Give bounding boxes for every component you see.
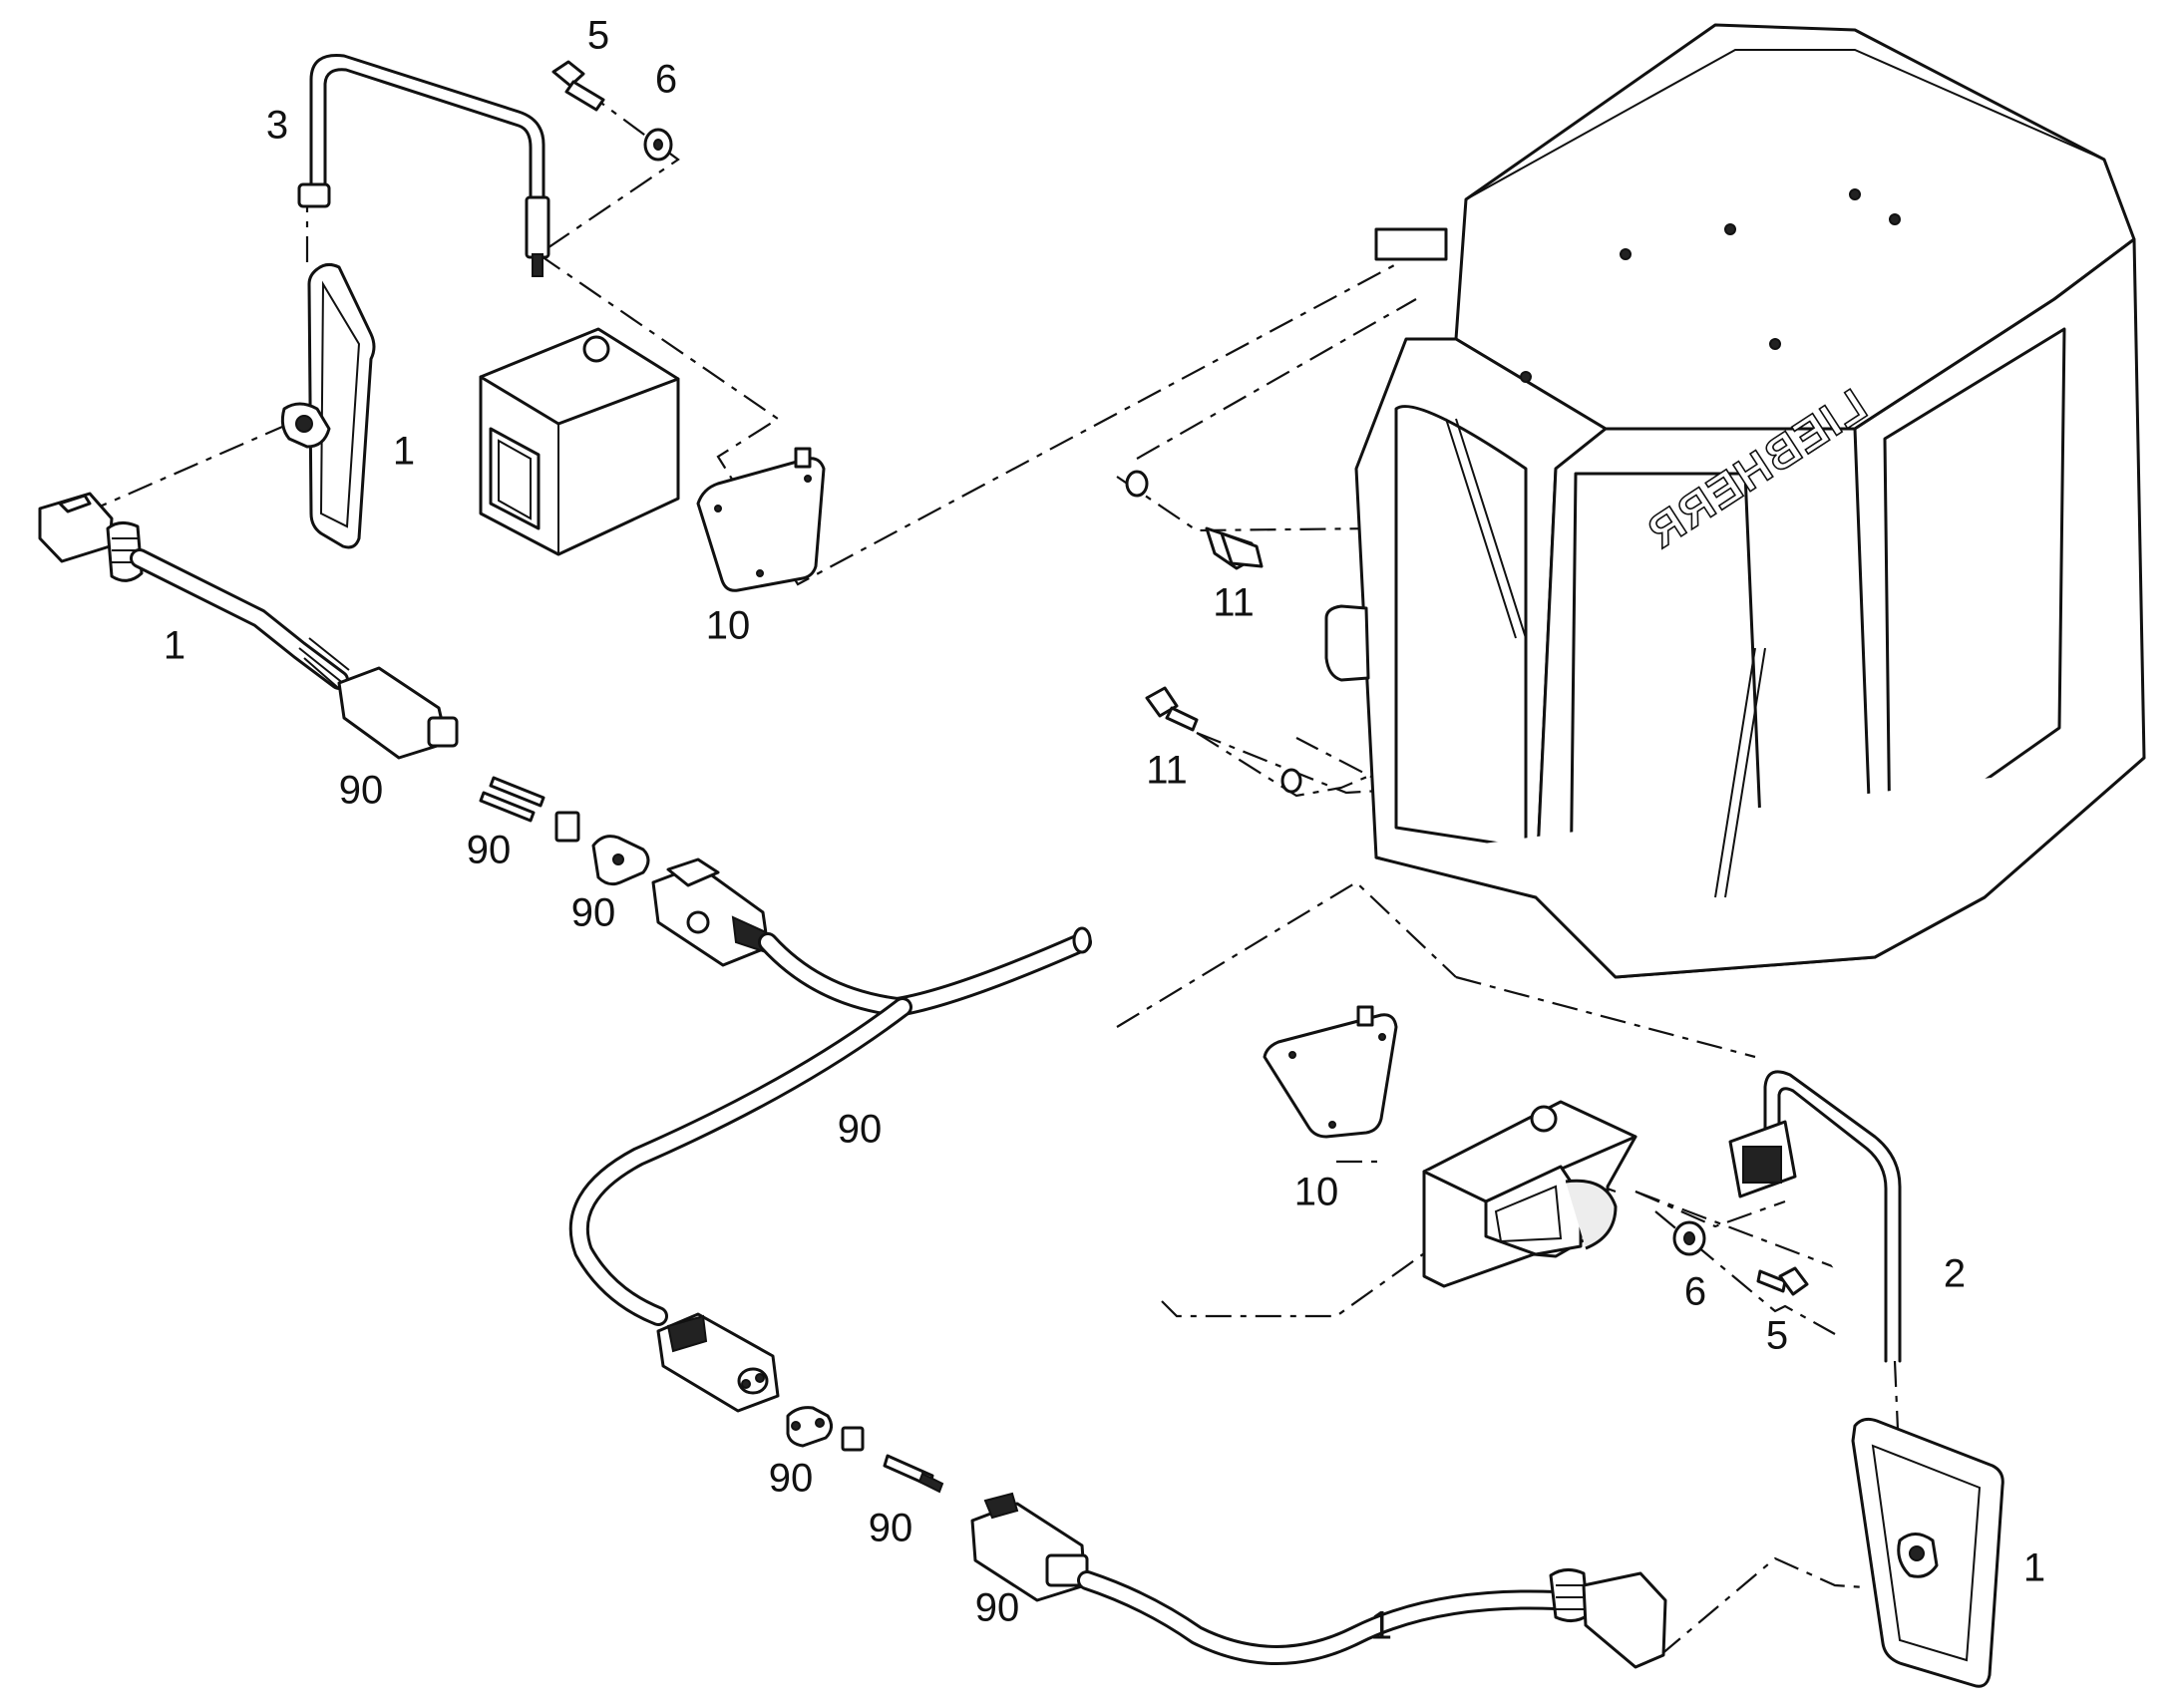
connector-plug-lower bbox=[970, 1492, 1089, 1602]
callout-90-a: 90 bbox=[339, 769, 384, 813]
callout-11-upper: 11 bbox=[1213, 581, 1255, 625]
callout-5-right: 5 bbox=[1766, 1314, 1788, 1358]
callout-1-cable-left: 1 bbox=[164, 624, 185, 668]
left-mirror-arm bbox=[297, 54, 550, 277]
left-mirror-cable bbox=[38, 492, 459, 760]
callout-5-top: 5 bbox=[587, 14, 609, 58]
left-mirror bbox=[280, 262, 376, 549]
connector-housing-lower bbox=[656, 1312, 780, 1413]
callout-90-e: 90 bbox=[869, 1507, 913, 1550]
callout-labels: 3 5 6 1 1 10 11 11 90 90 90 90 10 6 5 2 … bbox=[164, 14, 2045, 1648]
operator-cab: LIEBHERR bbox=[1324, 23, 2146, 979]
bolt-5-top bbox=[551, 60, 605, 112]
contact-pins-left bbox=[479, 776, 580, 843]
bolt-11-upper bbox=[1125, 470, 1264, 570]
callout-1-mirror-left: 1 bbox=[393, 430, 415, 474]
callout-6-right: 6 bbox=[1684, 1270, 1706, 1314]
callout-10-right: 10 bbox=[1294, 1171, 1339, 1214]
callout-90-c: 90 bbox=[571, 891, 616, 935]
bolt-11-lower bbox=[1145, 686, 1302, 794]
wiring-harness bbox=[568, 926, 1092, 1326]
callout-3: 3 bbox=[266, 104, 288, 148]
bolt-5-right bbox=[1756, 1266, 1809, 1296]
washer-6-right bbox=[1672, 1220, 1706, 1256]
callout-90-b: 90 bbox=[467, 829, 512, 872]
callout-90-d: 90 bbox=[769, 1457, 814, 1501]
callout-90-f: 90 bbox=[975, 1586, 1020, 1630]
callout-2: 2 bbox=[1944, 1252, 1966, 1296]
washer-6-top bbox=[643, 128, 673, 162]
right-lamp-housing bbox=[1422, 1100, 1637, 1288]
callout-10-left: 10 bbox=[706, 604, 751, 648]
right-mirror-cable bbox=[1077, 1568, 1667, 1669]
callout-1-mirror-right: 1 bbox=[2023, 1546, 2045, 1590]
callout-1-cable-right: 1 bbox=[1370, 1604, 1392, 1648]
right-mirror bbox=[1851, 1417, 2004, 1688]
callout-6-top: 6 bbox=[655, 58, 677, 102]
seal-plate-lower bbox=[786, 1406, 833, 1448]
contact-pins-lower bbox=[841, 1426, 944, 1494]
mounting-plate-10-right bbox=[1263, 1005, 1398, 1139]
left-lamp-housing bbox=[479, 327, 680, 556]
callout-90-harness: 90 bbox=[838, 1108, 883, 1152]
right-mirror-arm bbox=[1728, 1070, 1902, 1363]
mounting-plate-10-left bbox=[696, 447, 826, 592]
seal-plate-left bbox=[591, 835, 650, 886]
callout-11-lower: 11 bbox=[1146, 749, 1188, 793]
connector-housing-left bbox=[651, 857, 770, 967]
